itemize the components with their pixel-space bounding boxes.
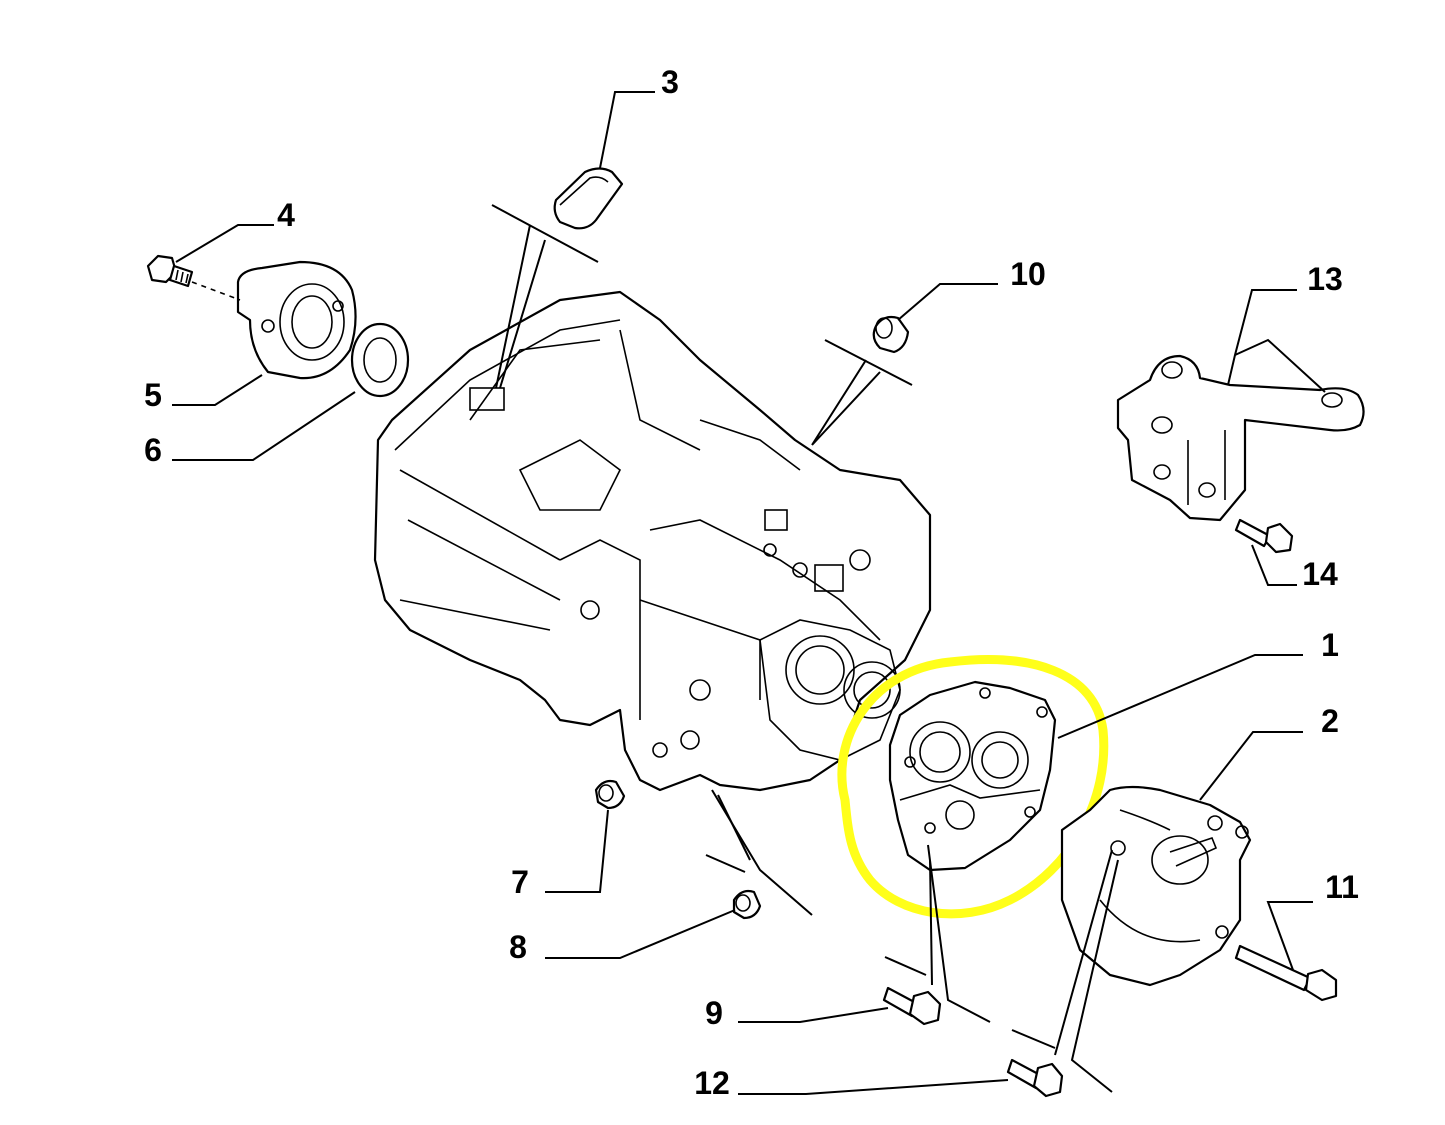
part-14-bolt — [1234, 518, 1294, 554]
callout-10: 10 — [1010, 256, 1046, 292]
part-5-flange-housing — [236, 260, 357, 380]
part-6-seal-ring — [350, 322, 410, 398]
callout-4: 4 — [277, 197, 295, 233]
part-7-plug — [594, 779, 626, 810]
gearbox-housing — [373, 290, 932, 792]
callout-labels: 1 2 3 4 5 6 7 8 9 10 11 12 13 14 — [144, 64, 1359, 1101]
part-8-plug — [732, 889, 762, 920]
callout-14: 14 — [1302, 556, 1338, 592]
callout-12: 12 — [694, 1065, 730, 1101]
part-12-bolt — [1006, 1058, 1064, 1098]
callout-9: 9 — [705, 995, 723, 1031]
callout-5: 5 — [144, 377, 162, 413]
highlight-circle — [837, 655, 1109, 919]
part-2-rear-cover — [1060, 785, 1252, 987]
leader-lines — [172, 91, 1326, 1095]
part-11-bolt — [1234, 944, 1338, 1002]
callout-1: 1 — [1321, 627, 1339, 663]
part-13-bracket — [1116, 354, 1365, 522]
part-9-bolt — [882, 986, 942, 1026]
callout-8: 8 — [509, 929, 527, 965]
callout-3: 3 — [661, 64, 679, 100]
part-3-cap — [553, 167, 624, 230]
callout-11: 11 — [1325, 869, 1359, 905]
callout-13: 13 — [1307, 261, 1343, 297]
part-10-plug — [872, 315, 910, 354]
part-4-bolt — [146, 254, 194, 288]
callout-7: 7 — [511, 864, 529, 900]
callout-6: 6 — [144, 432, 162, 468]
callout-2: 2 — [1321, 703, 1339, 739]
part-1-plate — [888, 680, 1057, 872]
